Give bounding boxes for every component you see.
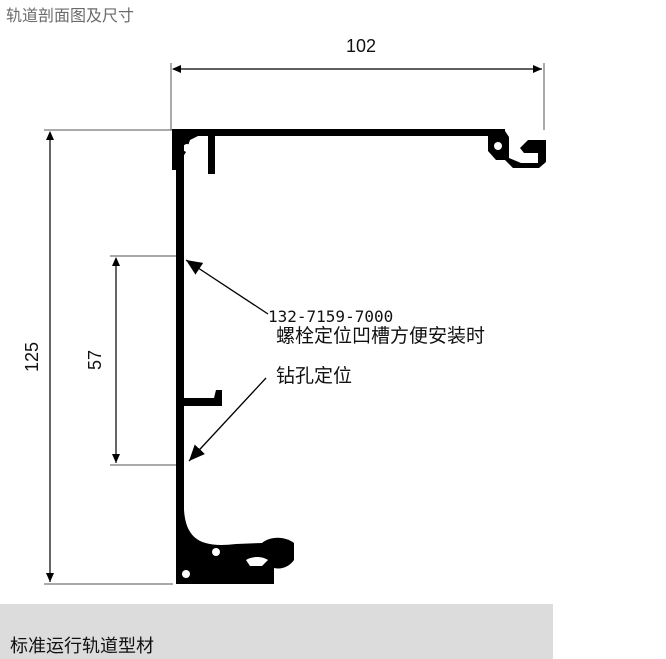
footer-label: 标准运行轨道型材: [10, 636, 154, 657]
dimension-slot-label: 57: [85, 350, 105, 370]
annotation-arrow-lower: [188, 377, 267, 462]
footer-bar: 标准运行轨道型材: [0, 604, 553, 659]
annotation-arrow-upper: [185, 259, 269, 315]
rail-profile-shape: [172, 129, 546, 584]
annotation-line1: 螺栓定位凹槽方便安装时: [276, 325, 485, 347]
dimension-height: 125: [22, 129, 173, 585]
annotation-phone: 132-7159-7000: [268, 307, 393, 326]
dimension-width-label: 102: [346, 36, 376, 56]
dimension-height-label: 125: [22, 342, 42, 372]
dimension-slot: 57: [85, 255, 180, 466]
dimension-width: 102: [170, 36, 545, 130]
annotation-line2: 钻孔定位: [276, 365, 352, 387]
page-title: 轨道剖面图及尺寸: [6, 6, 135, 25]
